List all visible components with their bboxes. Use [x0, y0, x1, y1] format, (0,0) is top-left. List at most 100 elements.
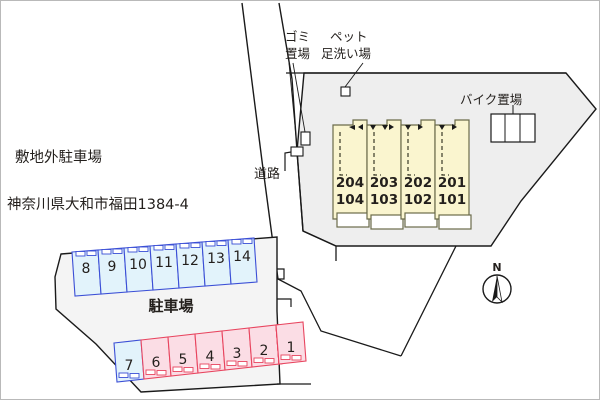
unit-outline[interactable]: [434, 119, 470, 220]
stall-marker: [145, 369, 156, 375]
stall-number: 11: [155, 255, 173, 271]
pet-wash-label-line1: ペット: [330, 29, 368, 44]
unit-balcony: [370, 214, 404, 230]
unit-number-lower: 103: [370, 192, 398, 208]
garbage-area-marker[interactable]: [292, 62, 311, 146]
stall-number: 7: [125, 358, 134, 374]
stall-marker: [280, 354, 291, 360]
unit-number-upper: 203: [370, 175, 398, 191]
stall-marker: [231, 239, 242, 245]
unit-balcony: [336, 212, 370, 228]
stall-marker: [112, 248, 123, 254]
unit-number-upper: 204: [336, 175, 364, 191]
stall-number: 2: [260, 343, 269, 359]
stall-marker: [86, 250, 97, 256]
unit-number-lower: 102: [404, 192, 432, 208]
parking-stall[interactable]: 8: [71, 249, 102, 297]
stall-marker: [153, 245, 164, 251]
entrance-arrow-icon: [439, 124, 457, 130]
stall-marker: [242, 238, 253, 244]
bike-parking-shape[interactable]: [490, 113, 536, 143]
stall-number: 9: [108, 259, 117, 275]
garbage-area-shape[interactable]: [300, 131, 311, 146]
entrance-arrow-icon: [405, 124, 423, 130]
parking-stall[interactable]: 12: [175, 241, 206, 289]
garbage-area-label-line2: 置場: [285, 46, 310, 61]
stall-number: 4: [206, 349, 215, 365]
stall-number: 10: [129, 257, 147, 273]
road-label: 道路: [254, 166, 280, 182]
stall-marker: [172, 366, 183, 372]
unit-number-lower: 101: [438, 192, 466, 208]
parking-stall[interactable]: 13: [201, 239, 232, 287]
parking-stall[interactable]: 2: [248, 324, 280, 368]
unit-outline[interactable]: [332, 119, 368, 220]
bike-parking-label: バイク置場: [460, 92, 522, 107]
stall-number: 13: [207, 251, 225, 267]
stall-marker: [75, 251, 86, 257]
parking-lot-label: 駐車場: [148, 297, 193, 315]
unit-balcony: [438, 214, 472, 230]
stall-marker: [253, 357, 264, 363]
stall-marker: [179, 243, 190, 249]
stall-number: 8: [82, 261, 91, 277]
parking-stall[interactable]: 10: [123, 245, 154, 293]
stall-marker: [216, 240, 227, 246]
stall-marker: [237, 361, 248, 367]
compass-needle-dark: [492, 276, 497, 302]
parking-stall[interactable]: 9: [97, 247, 128, 295]
unit-number-lower: 104: [336, 192, 364, 208]
road-lower-right-branch: [400, 245, 457, 357]
parking-stall[interactable]: 14: [227, 237, 258, 285]
road-lower-connector: [302, 230, 337, 261]
unit-balcony: [404, 212, 438, 228]
stall-marker: [205, 241, 216, 247]
building-unit[interactable]: 202 102: [400, 119, 438, 228]
stall-marker: [138, 246, 149, 252]
parking-stall[interactable]: 6: [140, 336, 172, 380]
parking-bottom-row: 7 6 5 4: [113, 321, 307, 383]
parking-stall[interactable]: 4: [194, 330, 226, 374]
parking-stall[interactable]: 11: [149, 243, 180, 291]
stall-marker: [156, 370, 167, 376]
parking-top-row: 8 9 10 11: [71, 237, 258, 297]
stall-marker: [264, 358, 275, 364]
stall-number-1: 1: [287, 340, 296, 356]
building-unit[interactable]: 204 104: [332, 119, 370, 228]
stall-marker: [226, 360, 237, 366]
stall-marker: [190, 242, 201, 248]
pet-wash-shape[interactable]: [340, 86, 351, 97]
stall-marker: [199, 363, 210, 369]
garbage-area-marker-secondary[interactable]: [288, 62, 304, 157]
apartment-building: 204 104 203 103 202 102: [332, 119, 472, 230]
stall-number: 3: [233, 346, 242, 362]
parking-stall[interactable]: 7: [113, 339, 145, 383]
unit-outline[interactable]: [400, 119, 436, 220]
garbage-area-leader: [292, 62, 306, 133]
bike-parking-area[interactable]: [490, 105, 536, 143]
compass-needle-light: [496, 275, 503, 304]
stall-marker: [183, 367, 194, 373]
stall-marker: [210, 364, 221, 370]
north-label: N: [492, 261, 501, 274]
stall-marker: [291, 355, 302, 361]
pet-wash-leader: [344, 62, 364, 88]
stall-marker: [118, 372, 129, 378]
garbage-area-shape-2[interactable]: [290, 146, 304, 157]
stall-1-shape[interactable]: [275, 321, 307, 365]
pet-wash-label-line2: 足洗い場: [321, 46, 371, 61]
building-unit[interactable]: 203 103: [366, 119, 404, 230]
parking-stall[interactable]: 5: [167, 333, 199, 377]
road-lower-left-branch: [277, 278, 402, 357]
parking-stall[interactable]: 3: [221, 327, 253, 371]
pet-wash-marker[interactable]: [340, 62, 364, 97]
stall-number: 12: [181, 253, 199, 269]
building-unit[interactable]: 201 101: [434, 119, 472, 230]
road-right-edge: [278, 2, 304, 232]
unit-entry-dash: [373, 132, 381, 176]
offsite-parking-address: 神奈川県大和市福田1384-4: [7, 196, 189, 213]
offsite-right-notch-2: [277, 298, 292, 307]
north-compass: N: [482, 261, 512, 304]
